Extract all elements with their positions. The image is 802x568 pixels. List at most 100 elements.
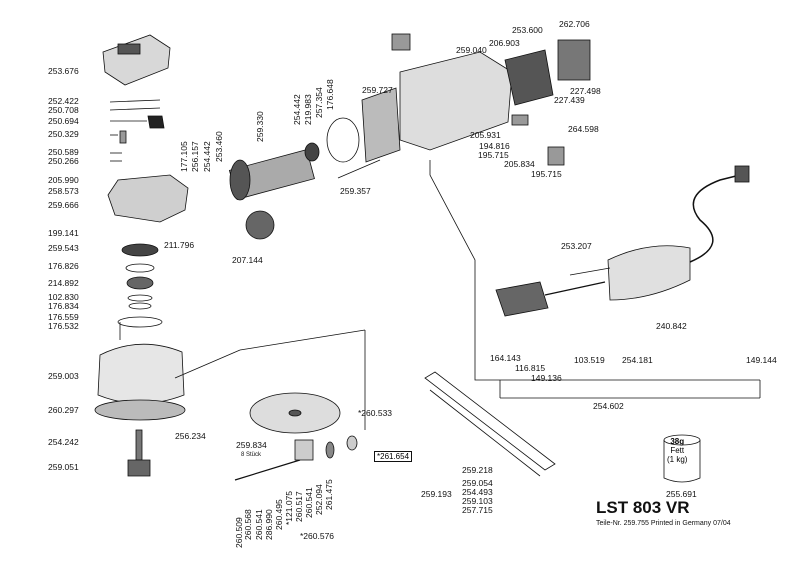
bearing-part: [126, 276, 154, 290]
part-label: 250.329: [48, 129, 79, 139]
part-label: 116.815: [515, 363, 546, 373]
screw-part: [119, 130, 127, 144]
model-title: LST 803 VR: [596, 498, 690, 517]
part-label: 257.354: [314, 87, 324, 118]
part-label: 250.266: [48, 156, 79, 166]
gear-housing-part: [107, 174, 189, 223]
boxed-part-label: *261.654: [374, 451, 413, 462]
part-label: 256.234: [175, 431, 206, 441]
part-label: 260.568: [243, 509, 253, 540]
part-label: 254.181: [622, 355, 653, 365]
part-label: *121.075: [284, 491, 294, 525]
part-label: 262.706: [559, 19, 590, 29]
motor-housing-part: [399, 51, 513, 151]
side-handle-bar-part: [424, 371, 556, 471]
part-label: 261.475: [324, 479, 334, 510]
ring-part: [128, 302, 152, 310]
part-label: 254.493: [462, 487, 493, 497]
part-label: 260.541: [254, 509, 264, 540]
part-label: 259.054: [462, 478, 493, 488]
part-label: 240.842: [656, 321, 687, 331]
part-label: 102.830: [48, 292, 79, 302]
part-label: 254.602: [593, 401, 624, 411]
part-label: 176.559: [48, 312, 79, 322]
cap-part: [346, 435, 358, 451]
part-label: 207.144: [232, 255, 263, 265]
fan-part: [229, 159, 251, 201]
bearing-part: [304, 142, 320, 162]
pad-screw-part: [127, 459, 151, 477]
part-label: 253.600: [512, 25, 543, 35]
part-label: 259.193: [421, 489, 452, 499]
part-label: 176.826: [48, 261, 79, 271]
part-label: 227.498: [570, 86, 601, 96]
part-label: 253.460: [214, 131, 224, 162]
parts-number: Teile-Nr. 259.755 Printed in Germany 07/…: [596, 520, 731, 527]
seal-part: [117, 316, 163, 328]
washer-part: [127, 294, 153, 302]
grease-amount: 38g: [670, 437, 685, 446]
part-label: 259.834: [236, 440, 267, 450]
part-label: 211.796: [164, 240, 195, 250]
part-label: 149.136: [531, 373, 562, 383]
brush-holder-part: [504, 49, 554, 106]
nut-part: [325, 441, 335, 459]
part-label: 259.003: [48, 371, 79, 381]
cover-plate-part: [557, 39, 591, 81]
washer-part: [125, 263, 155, 273]
part-label: 195.715: [531, 169, 562, 179]
part-label: 176.834: [48, 301, 79, 311]
filter-plate-part: [547, 146, 565, 166]
part-label: 103.519: [574, 355, 605, 365]
part-label: 259.666: [48, 200, 79, 210]
part-label: 260.495: [274, 499, 284, 530]
part-label: 194.816: [479, 141, 510, 151]
part-label: 256.157: [190, 141, 200, 172]
part-label: 205.990: [48, 175, 79, 185]
part-label: *260.533: [358, 408, 393, 418]
stator-part: [361, 87, 401, 163]
part-label: 253.676: [48, 66, 79, 76]
grease-qty: (1 kg): [667, 455, 688, 464]
part-label: 260.517: [294, 491, 304, 522]
part-label: 252.422: [48, 96, 79, 106]
part-label: 250.708: [48, 105, 79, 115]
part-label: 260.297: [48, 405, 79, 415]
part-label: 176.648: [325, 79, 335, 110]
bevel-gear-part: [245, 210, 275, 240]
plug-part: [734, 165, 750, 183]
part-label: 195.715: [478, 150, 509, 160]
stueck-label: 8 Stück: [241, 452, 262, 458]
part-label: 259.040: [456, 45, 487, 55]
rear-handle-part: [607, 245, 691, 301]
part-label: 257.715: [462, 505, 493, 515]
part-label: 254.442: [292, 94, 302, 125]
part-label: 259.330: [255, 111, 265, 142]
cover-insert-part: [117, 43, 141, 55]
part-label: 260.509: [234, 517, 244, 548]
part-label: 253.207: [561, 241, 592, 251]
part-label: 252.094: [314, 484, 324, 515]
part-label: 149.144: [746, 355, 777, 365]
backing-pad-part: [94, 399, 186, 421]
part-label: 227.439: [554, 95, 585, 105]
part-label: 219.983: [303, 94, 313, 125]
part-label: 250.589: [48, 147, 79, 157]
part-label: 199.141: [48, 228, 79, 238]
part-label: 259.543: [48, 243, 79, 253]
part-label: 259.051: [48, 462, 79, 472]
bracket-part: [147, 115, 165, 129]
part-label: 177.105: [179, 141, 189, 172]
part-label: 250.694: [48, 116, 79, 126]
grease-tin-label: 38g Fett (1 kg): [667, 437, 687, 464]
part-label: 259.218: [462, 465, 493, 475]
part-label: 206.903: [489, 38, 520, 48]
brush-part: [391, 33, 411, 51]
part-label: 259.357: [340, 186, 371, 196]
part-label: 260.541: [304, 487, 314, 518]
part-label: 164.143: [490, 353, 521, 363]
part-label: 205.834: [504, 159, 535, 169]
part-label: 259.727: [362, 85, 393, 95]
